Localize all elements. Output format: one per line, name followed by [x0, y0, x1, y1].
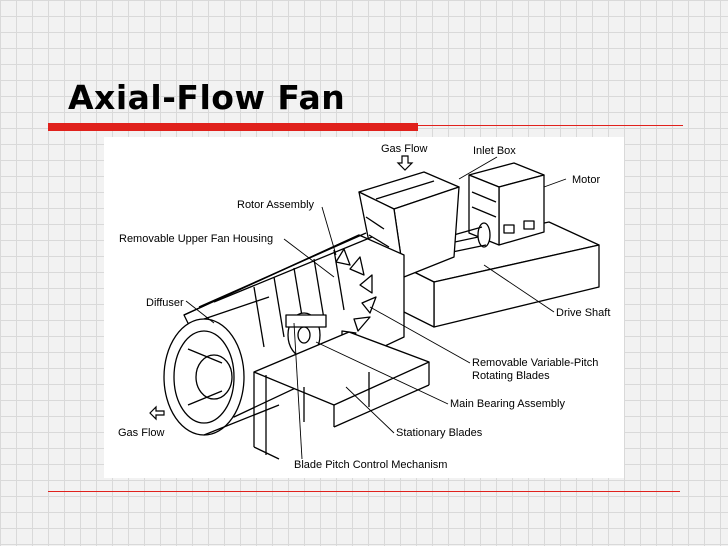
- label-stationary-blades: Stationary Blades: [396, 427, 483, 439]
- label-main-bearing: Main Bearing Assembly: [450, 398, 565, 410]
- slide-title: Axial-Flow Fan: [68, 78, 346, 117]
- label-gas-flow-in: Gas Flow: [381, 143, 428, 155]
- label-diffuser: Diffuser: [146, 297, 184, 309]
- gas-flow-in-arrow-icon: [396, 155, 414, 171]
- label-rotating-blades-line2: Rotating Blades: [472, 370, 550, 382]
- label-drive-shaft: Drive Shaft: [556, 307, 610, 319]
- label-blade-pitch: Blade Pitch Control Mechanism: [294, 459, 447, 471]
- gas-flow-out-arrow-icon: [149, 405, 165, 421]
- label-inlet-box: Inlet Box: [473, 145, 516, 157]
- label-rotor-assembly: Rotor Assembly: [237, 199, 315, 211]
- axial-fan-diagram: Gas Flow Inlet Box Motor Rotor Assembly …: [104, 137, 624, 478]
- label-motor: Motor: [572, 174, 600, 186]
- label-gas-flow-out: Gas Flow: [118, 427, 165, 439]
- label-upper-housing: Removable Upper Fan Housing: [119, 233, 273, 245]
- title-underline-accent: [48, 123, 418, 131]
- diffuser: [163, 296, 280, 436]
- motor: [468, 162, 545, 246]
- footer-rule: [48, 491, 680, 492]
- title-underline-thin: [418, 125, 683, 126]
- label-rotating-blades-line1: Removable Variable-Pitch: [472, 357, 598, 369]
- bearing-hub: [285, 312, 327, 358]
